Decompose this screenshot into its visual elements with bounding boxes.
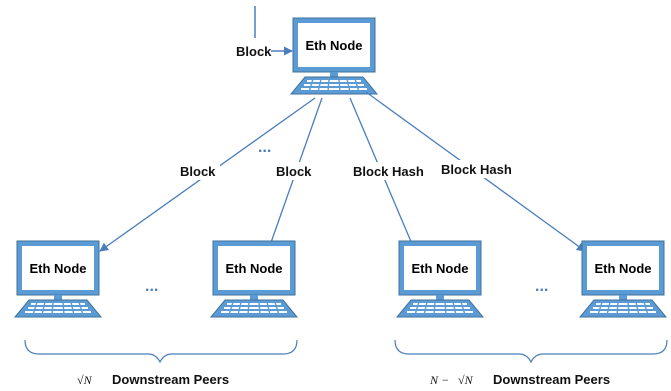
peer-ellipsis-right: ... (535, 278, 548, 295)
computer-icon (290, 17, 378, 95)
computer-icon (579, 240, 667, 318)
right-group-brace (394, 339, 668, 364)
peer-ellipsis-left: ... (145, 278, 158, 295)
edge-ellipsis: ... (258, 139, 271, 156)
root-node: Eth Node (290, 17, 378, 95)
left-group-math: √N (77, 373, 93, 387)
peer-node-2: Eth Node (210, 240, 298, 318)
peer-node-1: Eth Node (14, 240, 102, 318)
right-group-math-prefix: N − (429, 373, 449, 387)
edge-label-incoming: Block (236, 44, 272, 59)
left-group-brace (24, 339, 298, 364)
peer-node-label: Eth Node (29, 261, 86, 276)
left-group-label: Downstream Peers (112, 372, 229, 387)
peer-node-3: Eth Node (396, 240, 484, 318)
right-group-label: Downstream Peers (493, 372, 610, 387)
computer-icon (14, 240, 102, 318)
computer-icon (396, 240, 484, 318)
edge-label-peer-3: Block Hash (353, 164, 424, 179)
computer-icon (210, 240, 298, 318)
peer-node-label: Eth Node (225, 261, 282, 276)
peer-node-4: Eth Node (579, 240, 667, 318)
right-group-math: √N (458, 373, 474, 387)
peer-node-label: Eth Node (411, 261, 468, 276)
edge-label-peer-1: Block (180, 164, 216, 179)
edge-label-peer-2: Block (276, 164, 312, 179)
root-node-label: Eth Node (305, 38, 362, 53)
edge-label-peer-4: Block Hash (441, 162, 512, 177)
peer-node-label: Eth Node (594, 261, 651, 276)
